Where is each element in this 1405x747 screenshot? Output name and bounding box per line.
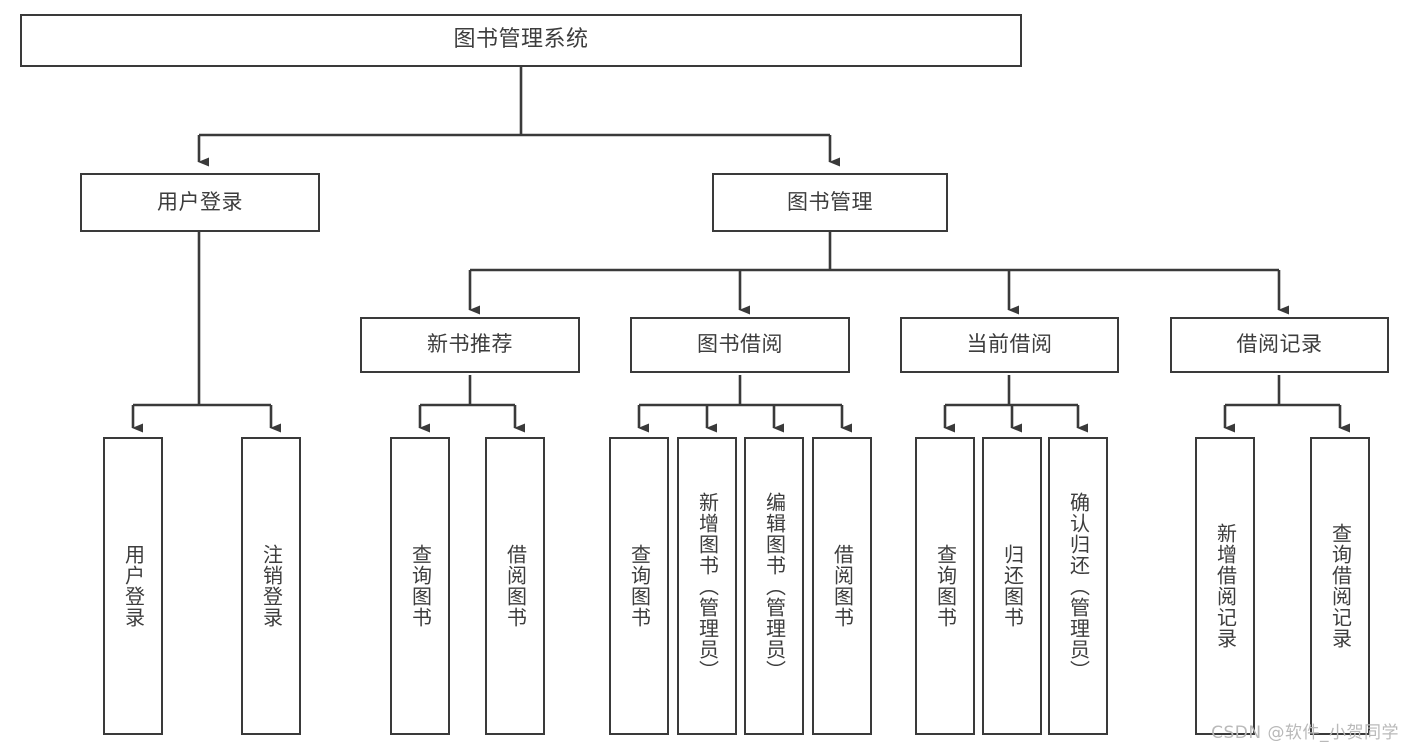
node-label: 新增图书（管理员）: [695, 491, 720, 681]
leaf-current-return-book[interactable]: 归还图书: [982, 437, 1042, 735]
leaf-record-query[interactable]: 查询借阅记录: [1310, 437, 1370, 735]
leaf-borrow-add-book[interactable]: 新增图书（管理员）: [677, 437, 737, 735]
leaf-new-book-borrow[interactable]: 借阅图书: [485, 437, 545, 735]
node-label: 编辑图书（管理员）: [762, 491, 787, 681]
watermark: CSDN @软件_小贺同学: [1211, 723, 1399, 743]
node-label: 借阅图书: [503, 544, 528, 628]
node-book-borrow[interactable]: 图书借阅: [630, 317, 850, 373]
node-root-system[interactable]: 图书管理系统: [20, 14, 1022, 67]
leaf-borrow-borrow-book[interactable]: 借阅图书: [812, 437, 872, 735]
node-label: 归还图书: [1000, 544, 1025, 628]
node-book-management[interactable]: 图书管理: [712, 173, 948, 232]
node-label: 借阅记录: [1236, 332, 1323, 357]
node-new-book-recommend[interactable]: 新书推荐: [360, 317, 580, 373]
leaf-record-add[interactable]: 新增借阅记录: [1195, 437, 1255, 735]
leaf-current-confirm-return[interactable]: 确认归还（管理员）: [1048, 437, 1108, 735]
node-current-borrow[interactable]: 当前借阅: [900, 317, 1119, 373]
node-label: 借阅图书: [830, 544, 855, 628]
node-label: 查询图书: [408, 544, 433, 628]
node-label: 图书管理: [787, 189, 873, 214]
node-label: 查询图书: [933, 544, 958, 628]
leaf-user-login[interactable]: 用户登录: [103, 437, 163, 735]
node-borrow-record[interactable]: 借阅记录: [1170, 317, 1389, 373]
leaf-current-query-book[interactable]: 查询图书: [915, 437, 975, 735]
leaf-borrow-query-book[interactable]: 查询图书: [609, 437, 669, 735]
node-label: 用户登录: [157, 189, 243, 214]
node-label: 图书借阅: [697, 332, 783, 357]
node-label: 新书推荐: [427, 332, 513, 357]
node-label: 当前借阅: [966, 332, 1053, 357]
node-label: 新增借阅记录: [1213, 523, 1238, 649]
node-label: 查询借阅记录: [1328, 523, 1353, 649]
node-label: 注销登录: [259, 544, 284, 628]
node-label: 查询图书: [627, 544, 652, 628]
leaf-user-logout[interactable]: 注销登录: [241, 437, 301, 735]
node-label: 图书管理系统: [453, 27, 589, 53]
leaf-new-book-query[interactable]: 查询图书: [390, 437, 450, 735]
leaf-borrow-edit-book[interactable]: 编辑图书（管理员）: [744, 437, 804, 735]
node-label: 用户登录: [121, 544, 146, 628]
node-user-login[interactable]: 用户登录: [80, 173, 320, 232]
node-label: 确认归还（管理员）: [1066, 491, 1091, 681]
